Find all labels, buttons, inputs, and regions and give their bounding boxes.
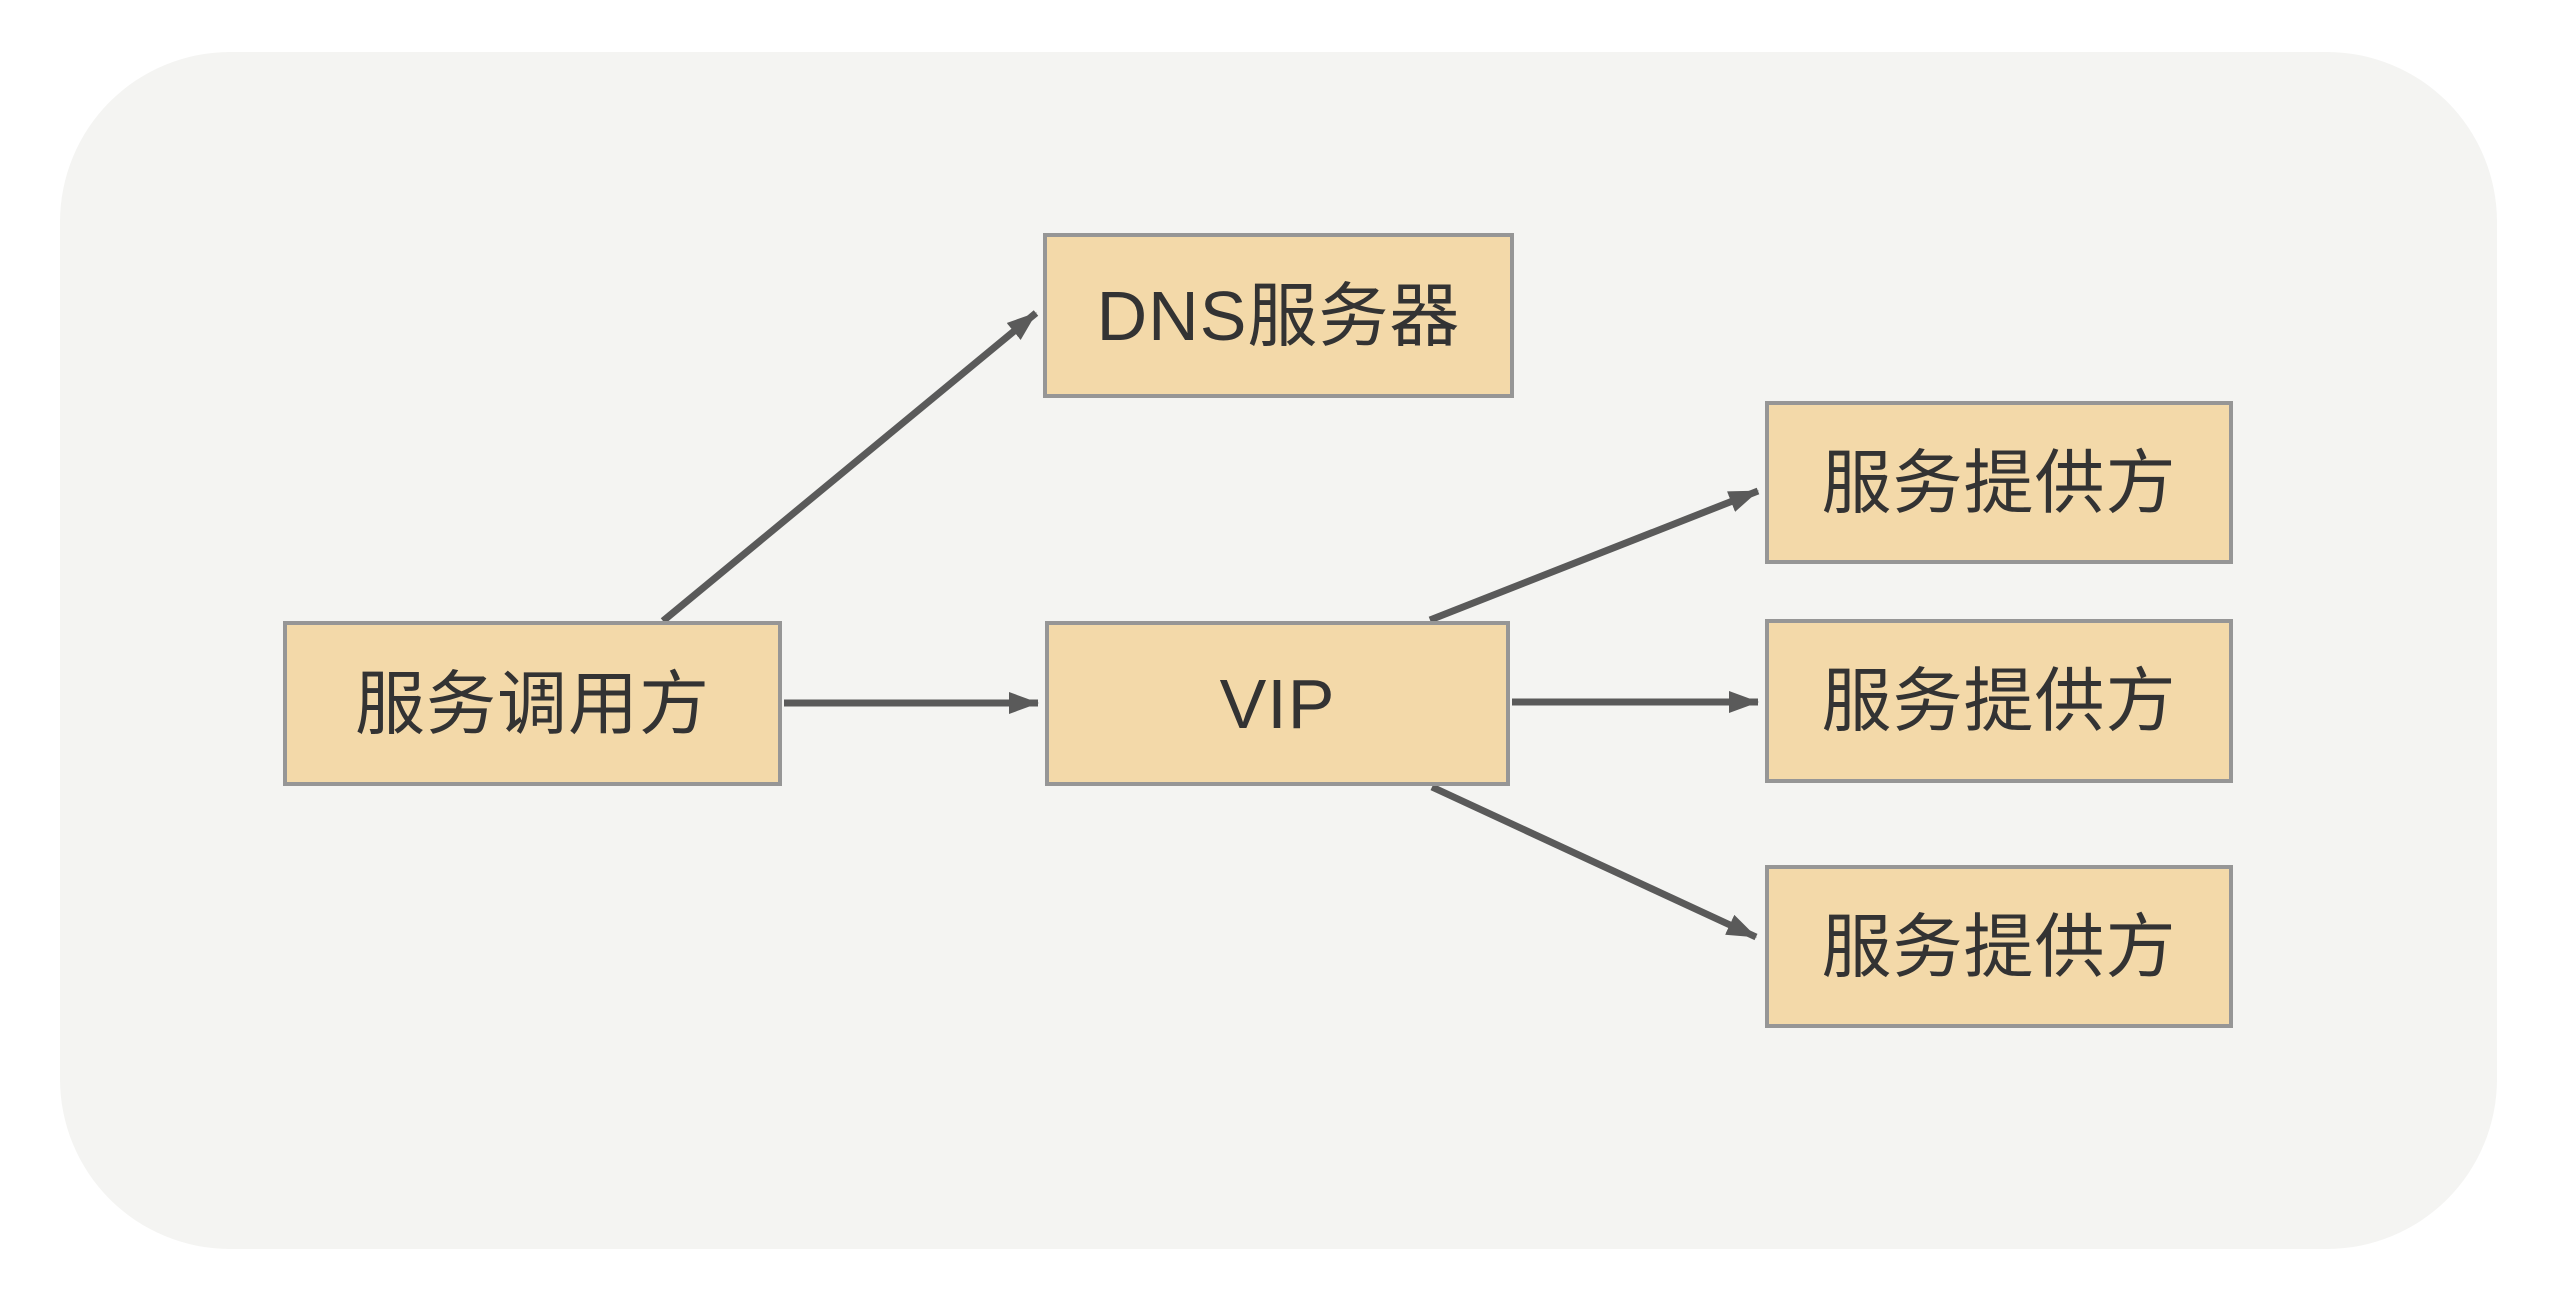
- node-vip-label: VIP: [1219, 664, 1336, 743]
- node-service-provider-2: 服务提供方: [1765, 619, 2233, 783]
- node-service-provider-1: 服务提供方: [1765, 401, 2233, 564]
- node-dns-server: DNS服务器: [1043, 233, 1514, 398]
- node-service-provider-2-label: 服务提供方: [1821, 662, 2177, 740]
- node-service-caller-label: 服务调用方: [355, 664, 710, 743]
- node-service-provider-1-label: 服务提供方: [1821, 443, 2177, 522]
- node-service-provider-3-label: 服务提供方: [1821, 907, 2177, 986]
- node-service-provider-3: 服务提供方: [1765, 865, 2233, 1028]
- node-vip: VIP: [1045, 621, 1510, 786]
- node-dns-server-label: DNS服务器: [1096, 276, 1461, 355]
- node-service-caller: 服务调用方: [283, 621, 782, 786]
